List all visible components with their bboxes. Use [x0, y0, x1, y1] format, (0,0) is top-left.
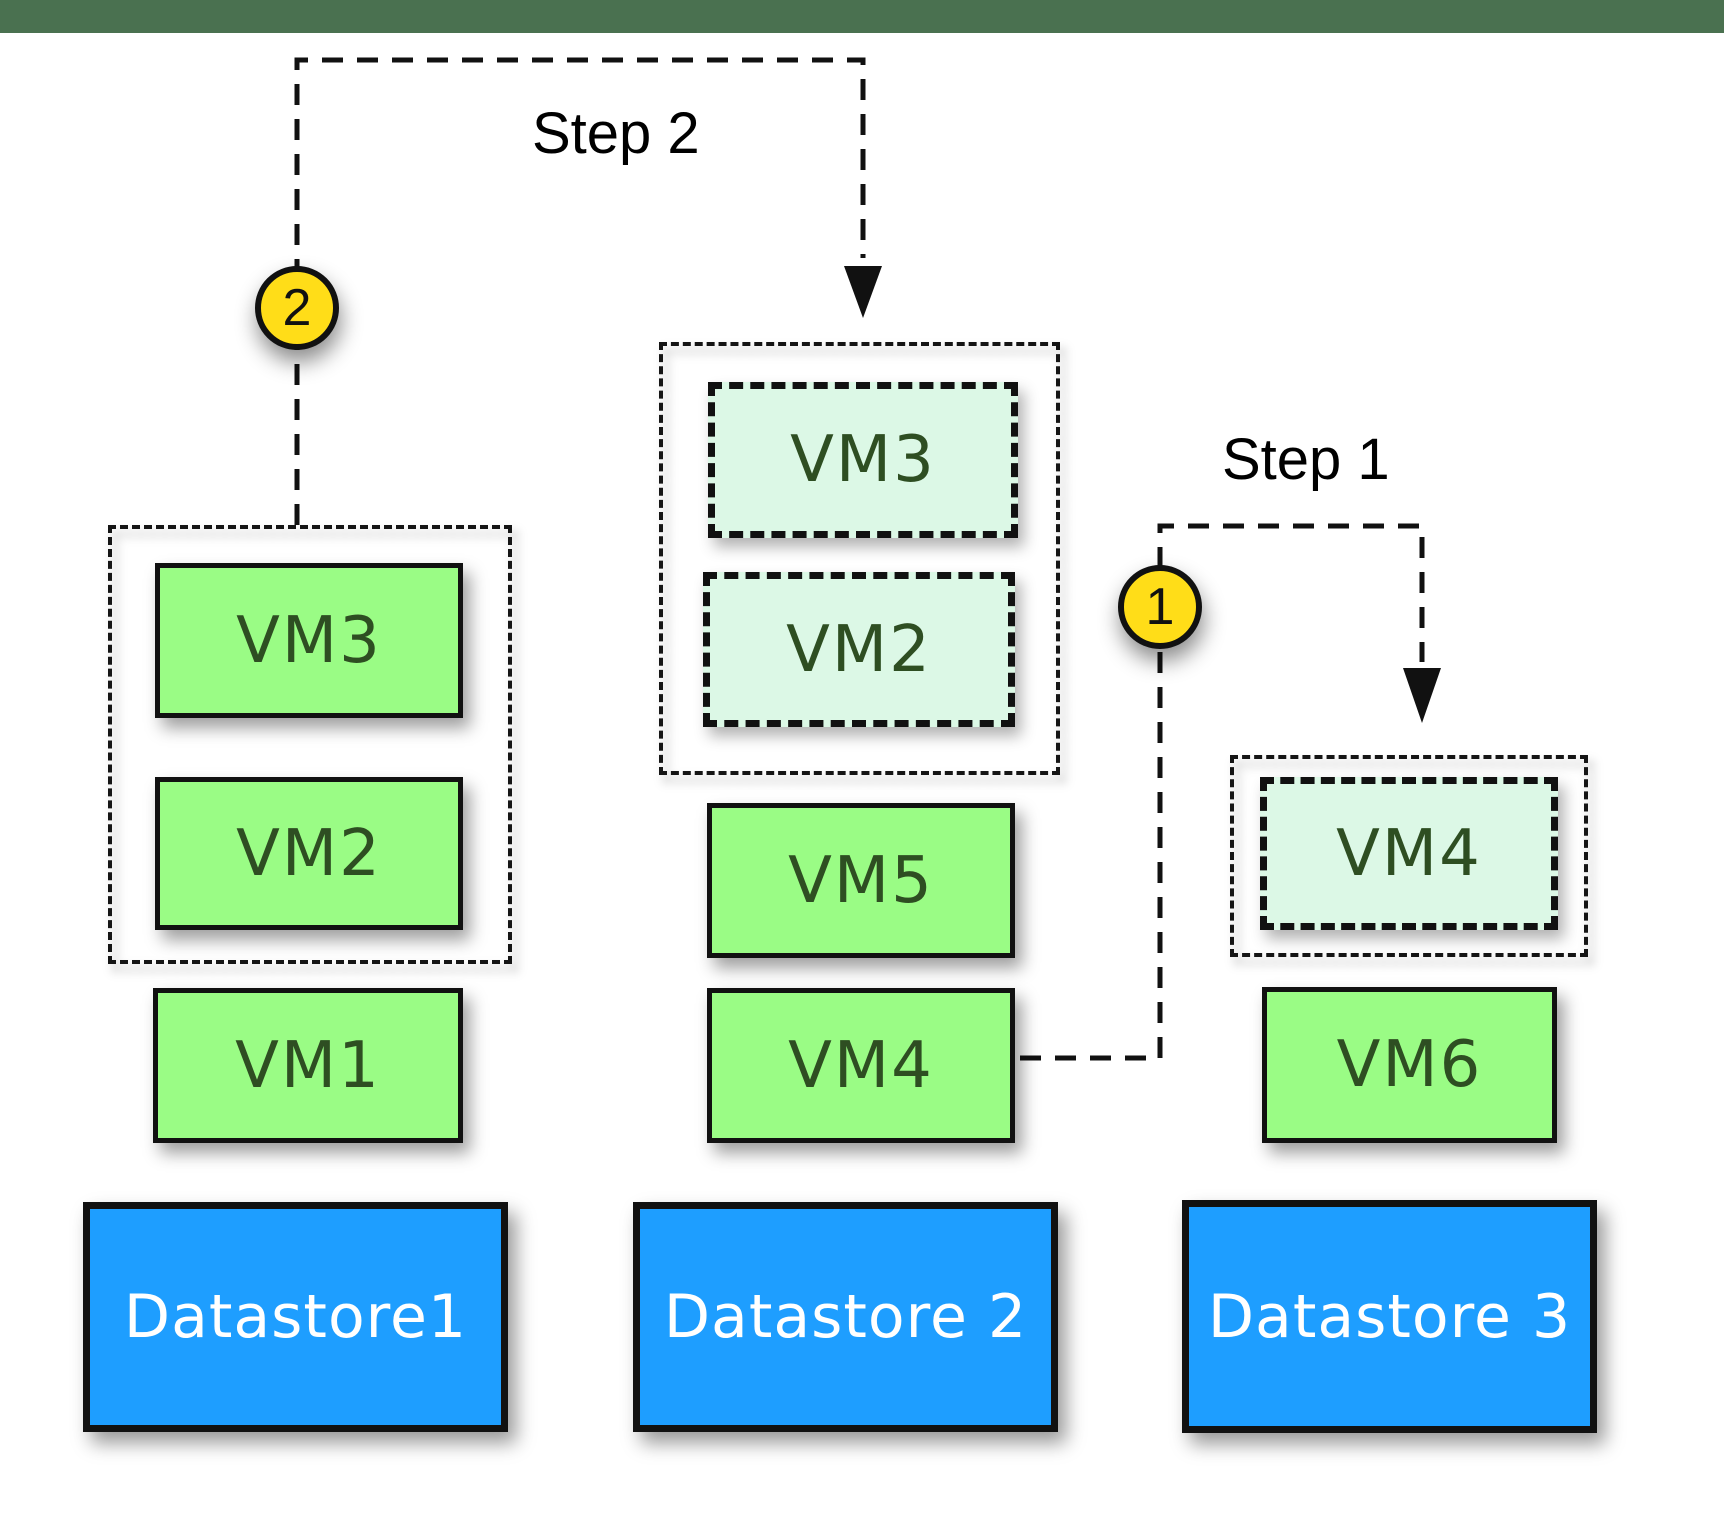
- step1-path: [1020, 523, 1425, 1061]
- step2-badge: 2: [255, 266, 339, 350]
- datastore-box: Datastore 3: [1182, 1200, 1597, 1433]
- step2-arrowhead-icon: [844, 266, 882, 318]
- middle-destination-group-box: [659, 342, 1060, 775]
- step2-badge-number: 2: [282, 279, 312, 337]
- step2-path: [294, 57, 866, 525]
- top-bar: [0, 0, 1724, 33]
- vm-box: VM1: [153, 988, 463, 1143]
- left-migration-group-box: [108, 525, 512, 964]
- vm-box: VM4: [707, 988, 1015, 1143]
- ghost-vm-box: VM3: [708, 382, 1018, 538]
- ghost-vm-box: VM4: [1260, 777, 1558, 930]
- step1-badge-number: 1: [1145, 578, 1175, 636]
- right-destination-group-box: [1230, 755, 1588, 957]
- vm-box: VM6: [1262, 987, 1557, 1143]
- vm-box: VM3: [155, 563, 463, 718]
- vm-box: VM2: [155, 777, 463, 930]
- step1-badge: 1: [1118, 565, 1202, 649]
- step2-label: Step 2: [532, 101, 700, 166]
- ghost-vm-box: VM2: [703, 572, 1015, 727]
- datastore-box: Datastore1: [83, 1202, 508, 1432]
- datastore-box: Datastore 2: [633, 1202, 1058, 1432]
- step1-label: Step 1: [1222, 427, 1390, 492]
- step1-arrowhead-icon: [1403, 668, 1441, 723]
- vm-box: VM5: [707, 803, 1015, 958]
